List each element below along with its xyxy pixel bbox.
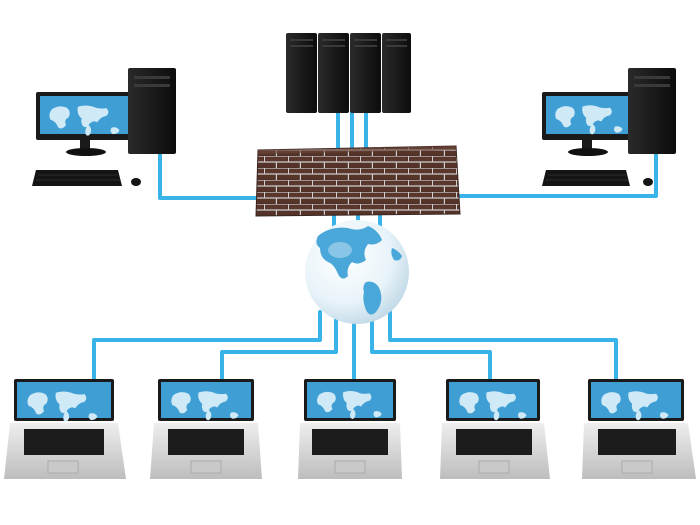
server-unit: [286, 33, 317, 113]
keyboard: [542, 170, 630, 186]
cable-laptop-4: [370, 318, 492, 382]
network-cables: [92, 110, 658, 382]
cable-desktop-right: [454, 148, 658, 198]
cable-laptop-1: [92, 310, 322, 382]
tower: [628, 68, 676, 154]
tower: [128, 68, 176, 154]
mouse: [131, 178, 141, 186]
cable-laptop-2: [220, 318, 338, 382]
server-unit: [382, 33, 411, 113]
brick-wall-firewall-icon: [255, 145, 461, 217]
server-rack-icon: [286, 33, 411, 113]
monitor: [36, 92, 132, 156]
cable-desktop-left: [158, 148, 262, 200]
server-unit: [350, 33, 381, 113]
cable-laptop-5: [388, 310, 618, 382]
laptop-icon: [4, 379, 126, 479]
desktop-computer-icon: [32, 68, 176, 186]
globe-icon: [305, 220, 409, 324]
laptop-icon: [150, 379, 262, 479]
monitor: [542, 92, 634, 156]
desktop-computer-icon: [542, 68, 676, 186]
keyboard: [32, 170, 122, 186]
laptop-icon: [298, 379, 402, 479]
server-unit: [318, 33, 349, 113]
laptop-icon: [440, 379, 550, 479]
mouse: [643, 178, 653, 186]
laptop-icon: [582, 379, 696, 479]
